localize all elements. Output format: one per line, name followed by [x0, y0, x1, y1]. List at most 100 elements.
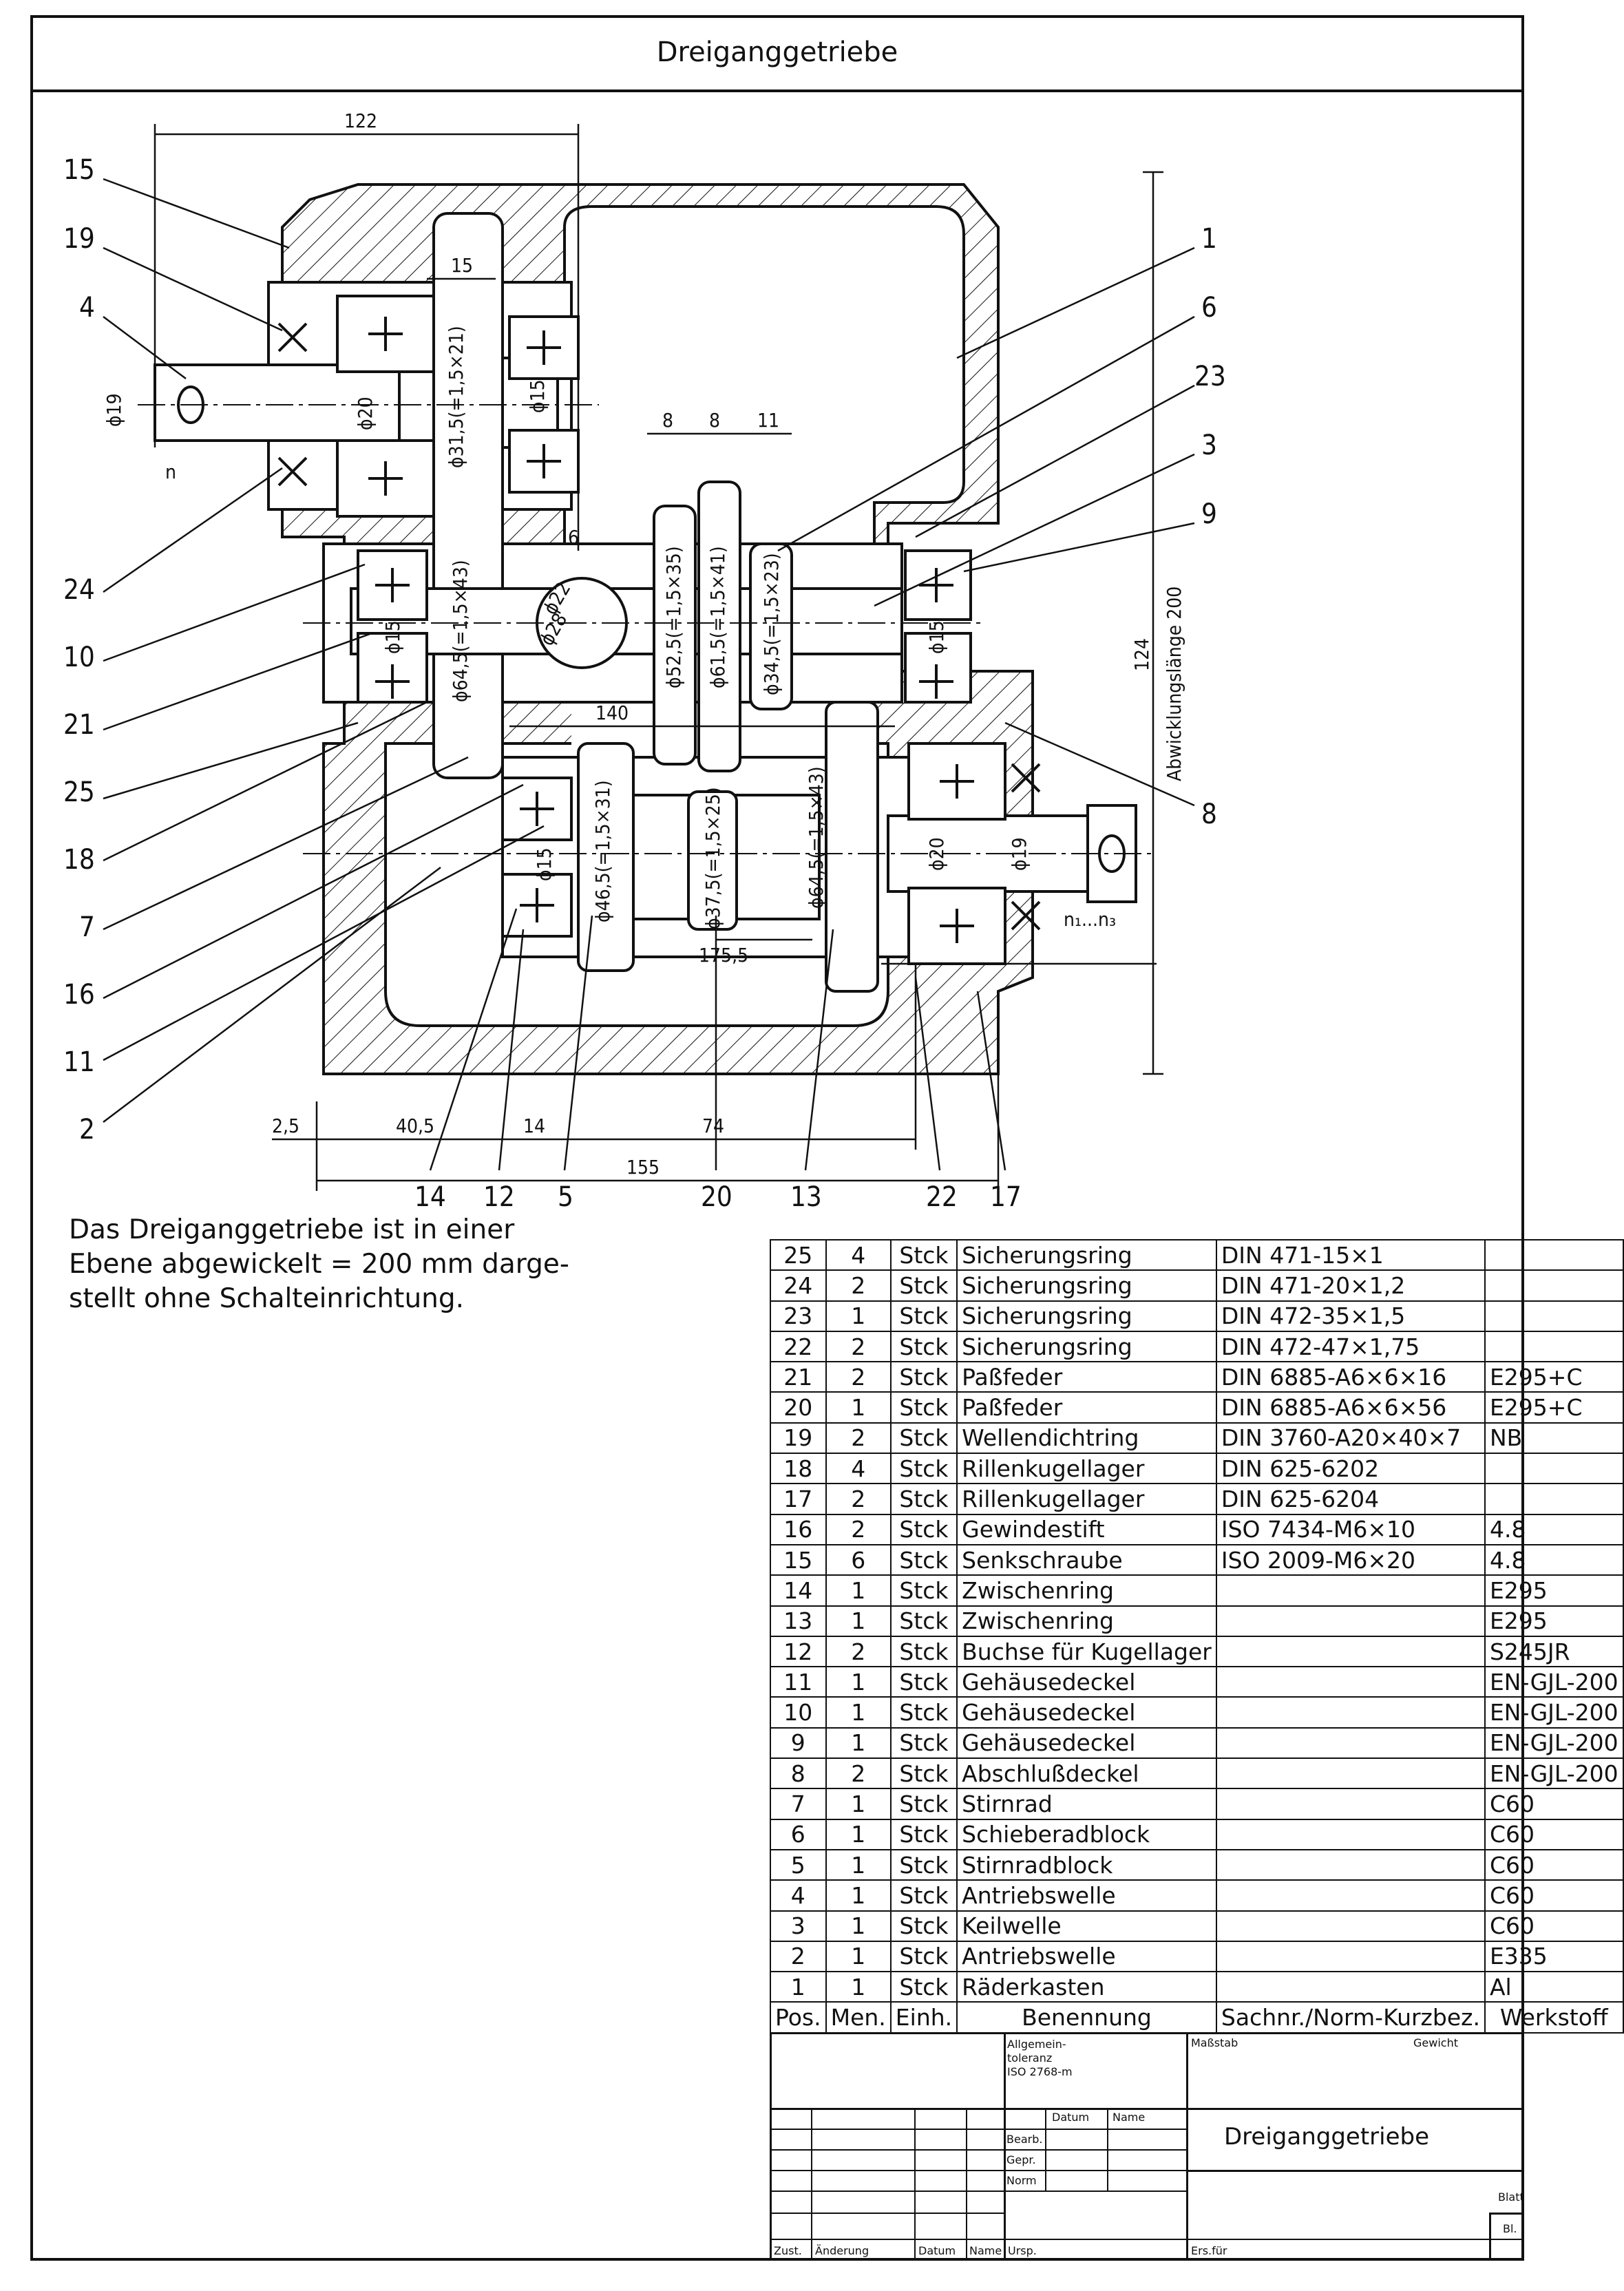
label-19: 19: [63, 223, 95, 255]
massstab-label: Maßstab: [1191, 2036, 1238, 2049]
part-unit: Stck: [889, 1971, 958, 2003]
part-pos: 6: [770, 1818, 827, 1850]
part-material: EN-GJL-200: [1484, 1696, 1624, 1729]
dim-40-5: 40,5: [396, 1115, 434, 1137]
part-norm: [1215, 1818, 1486, 1850]
dim-gear37: ϕ37,5(=1,5×25): [702, 787, 724, 929]
part-quantity: 1: [825, 1818, 892, 1850]
label-23: 23: [1194, 361, 1226, 392]
name2-label: Name: [969, 2244, 1002, 2257]
dim-phi15-upper: ϕ15: [526, 379, 549, 413]
part-quantity: 1: [825, 1788, 892, 1820]
dim-phi20-left: ϕ20: [354, 397, 377, 430]
part-pos: 1: [770, 1971, 827, 2003]
bearb-label: Bearb.: [1006, 2133, 1043, 2146]
dim-14: 14: [523, 1115, 545, 1137]
part-quantity: 4: [825, 1238, 892, 1271]
part-quantity: 2: [825, 1635, 892, 1668]
title-block: Allgemein- toleranz ISO 2768-m Maßstab G…: [770, 2032, 1524, 2261]
label-17: 17: [990, 1181, 1022, 1213]
bl-label: Bl.: [1503, 2222, 1517, 2235]
part-material: C60: [1484, 1879, 1624, 1912]
label-12: 12: [483, 1181, 515, 1213]
part-norm: [1215, 1879, 1486, 1912]
dim-phi19-right: ϕ19: [1008, 837, 1031, 871]
part-quantity: 2: [825, 1757, 892, 1790]
tol-label-2: toleranz: [1007, 2051, 1053, 2065]
part-material: E295+C: [1484, 1391, 1624, 1424]
header-pos: Pos.: [770, 2001, 827, 2034]
dim-gear52: ϕ52,5(=1,5×35): [662, 546, 685, 688]
dim-gear64-upper: ϕ64,5(=1,5×43): [449, 560, 472, 702]
part-name: Gehäusedeckel: [956, 1696, 1217, 1729]
part-quantity: 6: [825, 1543, 892, 1576]
part-quantity: 2: [825, 1422, 892, 1455]
part-material: EN-GJL-200: [1484, 1727, 1624, 1760]
part-material: Al: [1484, 1971, 1624, 2003]
part-pos: 13: [770, 1605, 827, 1637]
part-material: [1484, 1330, 1624, 1363]
dim-8a: 8: [662, 409, 673, 432]
label-9: 9: [1201, 498, 1217, 530]
label-8: 8: [1201, 799, 1217, 830]
part-norm: [1215, 1696, 1486, 1729]
part-pos: 10: [770, 1696, 827, 1729]
part-name: Stirnrad: [956, 1788, 1217, 1820]
part-material: E295: [1484, 1574, 1624, 1607]
name-label: Name: [1112, 2111, 1146, 2124]
label-4: 4: [79, 292, 95, 324]
part-unit: Stck: [889, 1391, 958, 1424]
part-quantity: 2: [825, 1361, 892, 1393]
part-material: E295: [1484, 1605, 1624, 1637]
part-name: Gewindestift: [956, 1513, 1217, 1545]
note-line: stellt ohne Schalteinrichtung.: [69, 1283, 465, 1314]
part-name: Sicherungsring: [956, 1238, 1217, 1271]
dim-155: 155: [626, 1156, 660, 1179]
dim-2-5: 2,5: [272, 1115, 299, 1137]
label-18: 18: [63, 844, 95, 876]
part-quantity: 1: [825, 1666, 892, 1698]
part-norm: [1215, 1788, 1486, 1820]
part-material: S245JR: [1484, 1635, 1624, 1668]
part-material: C60: [1484, 1788, 1624, 1820]
label-14: 14: [414, 1181, 446, 1213]
part-unit: Stck: [889, 1848, 958, 1881]
part-norm: [1215, 1574, 1486, 1607]
label-25: 25: [63, 777, 95, 808]
dim-n1-n3: n₁...n₃: [1064, 908, 1116, 931]
part-quantity: 1: [825, 1940, 892, 1973]
part-name: Antriebswelle: [956, 1879, 1217, 1912]
part-unit: Stck: [889, 1300, 958, 1332]
part-norm: DIN 6885-A6×6×56: [1215, 1391, 1486, 1424]
label-16: 16: [63, 979, 95, 1011]
part-pos: 16: [770, 1513, 827, 1545]
label-20: 20: [701, 1181, 732, 1213]
part-unit: Stck: [889, 1788, 958, 1820]
zust-label: Zust.: [774, 2244, 802, 2257]
part-quantity: 1: [825, 1696, 892, 1729]
part-name: Zwischenring: [956, 1574, 1217, 1607]
label-13: 13: [790, 1181, 822, 1213]
part-name: Paßfeder: [956, 1391, 1217, 1424]
gewicht-label: Gewicht: [1413, 2036, 1458, 2049]
part-unit: Stck: [889, 1422, 958, 1455]
part-name: Gehäusedeckel: [956, 1666, 1217, 1698]
part-quantity: 1: [825, 1971, 892, 2003]
part-material: C60: [1484, 1818, 1624, 1850]
part-quantity: 2: [825, 1330, 892, 1363]
label-6: 6: [1201, 292, 1217, 324]
part-name: Sicherungsring: [956, 1300, 1217, 1332]
part-name: Buchse für Kugellager: [956, 1635, 1217, 1668]
label-10: 10: [63, 642, 95, 673]
part-name: Keilwelle: [956, 1910, 1217, 1942]
dim-140: 140: [595, 701, 629, 724]
header-einh: Einh.: [889, 2001, 958, 2034]
part-unit: Stck: [889, 1238, 958, 1271]
part-unit: Stck: [889, 1879, 958, 1912]
header-werkstoff: Werkstoff: [1484, 2001, 1624, 2034]
